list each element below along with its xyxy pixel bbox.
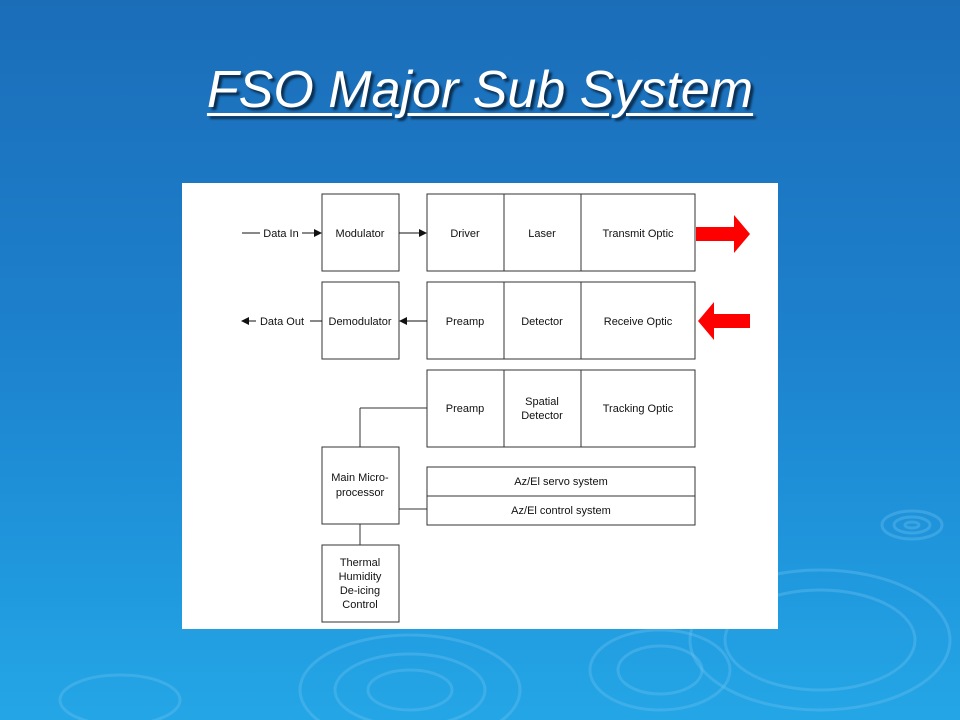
receive-optic-label: Receive Optic [604, 316, 673, 328]
laser-label: Laser [528, 228, 556, 240]
servo-system-label: Az/El servo system [514, 476, 608, 488]
data-out-label: Data Out [260, 316, 304, 328]
transmit-optic-label: Transmit Optic [602, 228, 674, 240]
tracking-optic-label: Tracking Optic [603, 403, 674, 415]
track-preamp-label: Preamp [446, 403, 485, 415]
block-diagram: Data In Data Out Modulator Driver Laser … [241, 193, 750, 623]
thermal-label-line2: Humidity [339, 571, 382, 583]
modulator-label: Modulator [336, 228, 385, 240]
spatial-detector-label-line1: Spatial [525, 396, 559, 408]
thermal-label-line3: De-icing [340, 585, 380, 597]
thermal-label-line1: Thermal [340, 557, 380, 569]
control-system-label: Az/El control system [511, 505, 611, 517]
driver-label: Driver [450, 228, 480, 240]
microprocessor-box [321, 446, 400, 525]
slide-title: FSO Major Sub System [206, 61, 754, 119]
block-diagram-panel: Data In Data Out Modulator Driver Laser … [182, 183, 778, 629]
receive-beam-arrow [698, 302, 750, 340]
thermal-label-line4: Control [342, 599, 377, 611]
transmit-beam-arrow [696, 215, 750, 253]
spatial-detector-label-line2: Detector [521, 410, 563, 422]
detector-label: Detector [521, 316, 563, 328]
demodulator-label: Demodulator [329, 316, 392, 328]
rx-preamp-label: Preamp [446, 316, 485, 328]
transmit-chain-box [426, 193, 696, 272]
data-in-label: Data In [263, 228, 298, 240]
processor-label-line1: Main Micro- [331, 472, 389, 484]
processor-label-line2: processor [336, 487, 385, 499]
